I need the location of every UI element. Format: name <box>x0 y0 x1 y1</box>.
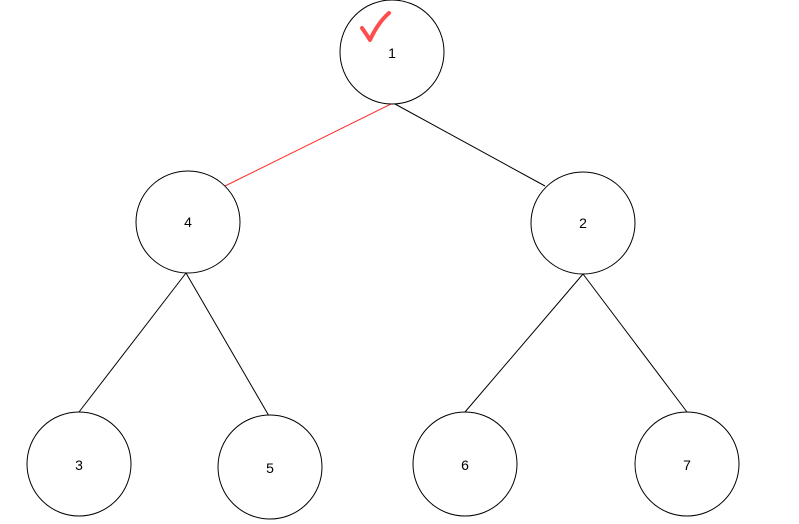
node-label: 1 <box>388 45 396 61</box>
node-label: 3 <box>75 457 83 473</box>
node-circle <box>634 411 740 517</box>
node-circle <box>26 411 132 517</box>
tree-node-2: 2 <box>530 171 636 275</box>
tree-node-3: 3 <box>26 411 132 517</box>
tree-node-4: 4 <box>135 170 241 274</box>
edge-1-4 <box>224 103 392 187</box>
tree-node-5: 5 <box>217 414 323 520</box>
tree-node-6: 6 <box>412 411 518 517</box>
edge-4-3 <box>78 272 187 413</box>
node-label: 4 <box>184 214 192 230</box>
node-circle <box>135 170 241 274</box>
tree-node-1: 1 <box>339 0 445 105</box>
checkmark-icon <box>360 11 391 42</box>
edge-4-5 <box>185 272 270 417</box>
node-label: 2 <box>579 215 587 231</box>
tree-node-7: 7 <box>634 411 740 517</box>
node-circle <box>412 411 518 517</box>
node-label: 6 <box>461 457 469 473</box>
edges <box>78 103 688 417</box>
edge-2-7 <box>582 273 688 413</box>
node-circle <box>217 414 323 520</box>
node-label: 7 <box>683 457 691 473</box>
edge-1-2 <box>394 103 546 187</box>
node-circle <box>339 0 445 105</box>
node-label: 5 <box>266 460 274 476</box>
node-circle <box>530 171 636 275</box>
edge-2-6 <box>464 273 584 413</box>
